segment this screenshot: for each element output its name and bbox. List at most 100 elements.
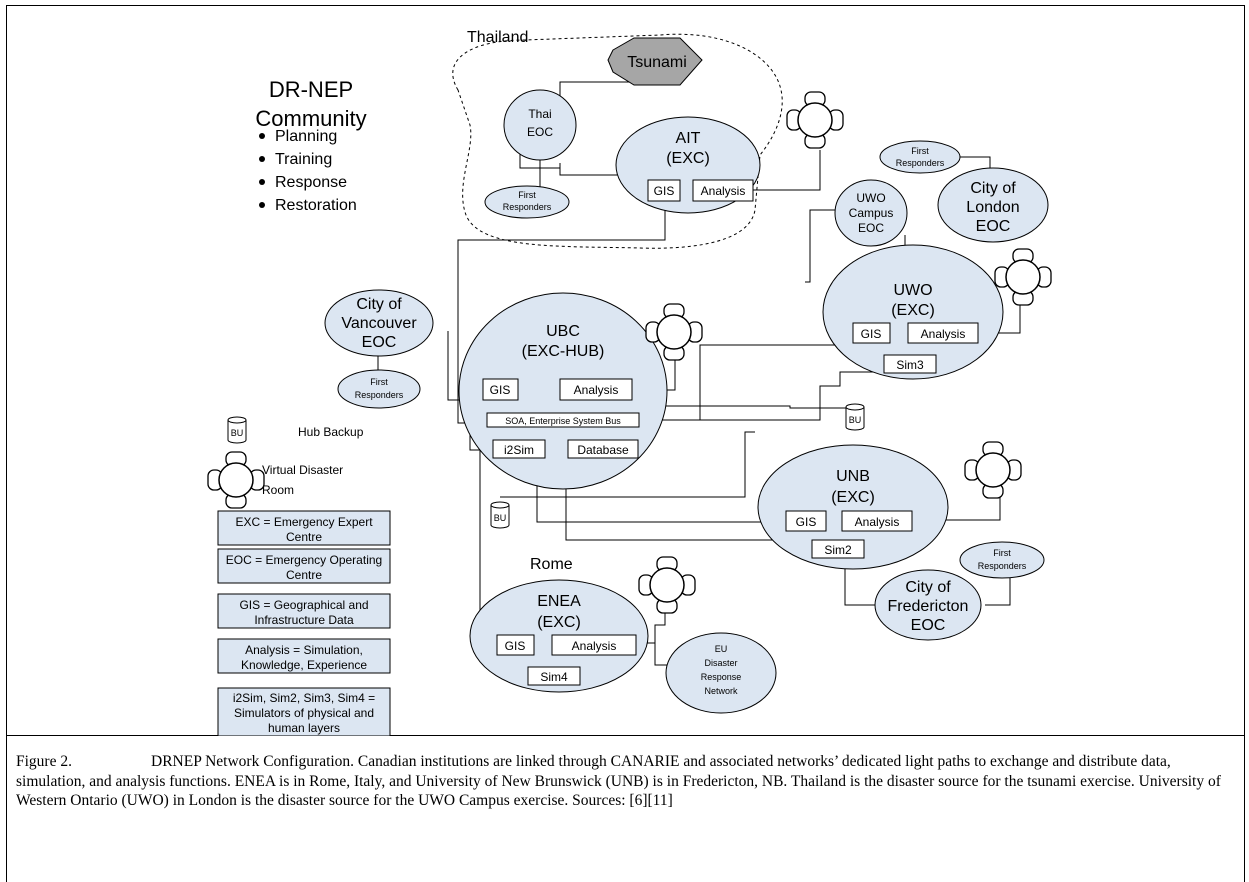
- figure-caption: Figure 2.DRNEP Network Configuration. Ca…: [16, 752, 1236, 811]
- thai-eoc-label-1: Thai: [528, 107, 551, 121]
- legend-def-sims-1: i2Sim, Sim2, Sim3, Sim4 =: [233, 691, 375, 705]
- enea-gis-label: GIS: [505, 639, 526, 653]
- enea-label-1: ENEA: [537, 593, 581, 610]
- ubc-i2sim-label: i2Sim: [504, 443, 534, 457]
- figure-label: Figure 2.: [16, 753, 72, 770]
- eu-network-node: [665, 632, 777, 714]
- ait-virtual-room-icon: [786, 91, 844, 149]
- vancouver-eoc-label-2: Vancouver: [341, 315, 417, 332]
- london-eoc-label-3: EOC: [976, 218, 1011, 235]
- unb-sim-label: Sim2: [824, 543, 852, 557]
- enea-label-2: (EXC): [537, 614, 581, 631]
- thai-responders-node: [484, 185, 570, 219]
- ubc-gis-box: [482, 378, 519, 401]
- enea-analysis-box: [551, 634, 637, 656]
- caption-text: DRNEP Network Configuration. Canadian in…: [16, 753, 1221, 809]
- legend-virtual-room-label-2: Room: [262, 483, 294, 497]
- ubc-analysis-box: [559, 378, 633, 401]
- uwo-label-1: UWO: [893, 282, 932, 299]
- activity-item: Restoration: [275, 197, 357, 214]
- thai-responders-label-1: First: [518, 190, 536, 200]
- ait-analysis-box: [692, 179, 754, 202]
- network-diagram: Tsunami Thai EOC First Responders AIT (E…: [207, 29, 1052, 736]
- vancouver-responders-node: [337, 369, 421, 409]
- uwo-gis-box: [852, 322, 891, 344]
- unb-gis-label: GIS: [796, 515, 817, 529]
- legend-hub-backup-label: Hub Backup: [298, 425, 364, 439]
- eu-network-label-4: Network: [704, 686, 738, 696]
- vancouver-eoc-label-1: City of: [356, 296, 402, 313]
- london-responders-label-1: First: [911, 146, 929, 156]
- london-eoc-label-2: London: [966, 199, 1019, 216]
- eu-network-label-3: Response: [701, 672, 742, 682]
- activity-item: Response: [275, 174, 347, 191]
- legend-virtual-room-label-1: Virtual Disaster: [262, 463, 343, 477]
- london-responders-node: [879, 140, 961, 174]
- caption-panel: [6, 735, 1245, 882]
- ait-label-1: AIT: [676, 130, 701, 147]
- fredericton-eoc-label-1: City of: [905, 579, 951, 596]
- thai-responders-label-2: Responders: [503, 202, 552, 212]
- legend-virtual-room-icon: [207, 451, 265, 509]
- thailand-region-label: Thailand: [467, 29, 528, 46]
- ait-label-2: (EXC): [666, 150, 710, 167]
- ubc-i2sim-box: [492, 439, 546, 459]
- uwo-label-2: (EXC): [891, 302, 935, 319]
- tsunami-hexagon: [607, 37, 703, 86]
- vancouver-eoc-node: [324, 289, 434, 357]
- ubc-label-1: UBC: [546, 323, 580, 340]
- ubc-gis-label: GIS: [490, 383, 511, 397]
- uwo-node: [822, 244, 1004, 380]
- legend-def-gis-2: Infrastructure Data: [254, 613, 354, 627]
- legend-def-sims-3: human layers: [268, 721, 340, 735]
- enea-analysis-label: Analysis: [572, 639, 617, 653]
- uwo-campus-eoc-label-2: Campus: [849, 206, 894, 220]
- legend-def-gis-1: GIS = Geographical and: [239, 598, 368, 612]
- legend-def-eoc-2: Centre: [286, 568, 322, 582]
- unb-sim-box: [811, 539, 865, 559]
- london-eoc-label-1: City of: [970, 180, 1016, 197]
- unb-label-1: UNB: [836, 468, 870, 485]
- ait-gis-box: [647, 179, 681, 202]
- uwo-analysis-box: [907, 322, 979, 344]
- fredericton-eoc-label-2: Fredericton: [888, 598, 969, 615]
- london-responders-label-2: Responders: [896, 158, 945, 168]
- uwo-sim-box: [883, 354, 937, 374]
- vancouver-responders-label-1: First: [370, 377, 388, 387]
- activity-item: Planning: [275, 128, 337, 145]
- title-line-1: DR-NEP: [269, 77, 353, 102]
- uwo-sim-label: Sim3: [896, 358, 924, 372]
- ubc-bus-box: [486, 412, 640, 428]
- legend-def-exc-1: EXC = Emergency Expert: [235, 515, 373, 529]
- legend-def-eoc-1: EOC = Emergency Operating: [226, 553, 382, 567]
- hub-backup-cylinder-label: BU: [849, 415, 862, 425]
- backup-cylinder-label: BU: [494, 513, 507, 523]
- fredericton-eoc-label-3: EOC: [911, 617, 946, 634]
- legend-def-sims-2: Simulators of physical and: [234, 706, 374, 720]
- uwo-campus-eoc-node: [834, 179, 908, 247]
- thai-eoc-label-2: EOC: [527, 125, 553, 139]
- uwo-analysis-label: Analysis: [921, 327, 966, 341]
- unb-analysis-box: [841, 510, 913, 532]
- legend-def-analysis-1: Analysis = Simulation,: [245, 643, 363, 657]
- title-line-2: Community: [255, 106, 366, 131]
- thai-eoc-node: [503, 89, 577, 161]
- legend-def-analysis-2: Knowledge, Experience: [241, 658, 367, 672]
- ubc-analysis-label: Analysis: [574, 383, 619, 397]
- enea-sim-label: Sim4: [540, 670, 568, 684]
- uwo-campus-eoc-label-1: UWO: [856, 191, 885, 205]
- legend-definitions: EXC = Emergency Expert Centre EOC = Emer…: [217, 510, 391, 736]
- unb-label-2: (EXC): [831, 489, 875, 506]
- uwo-virtual-room-icon: [994, 248, 1052, 306]
- ubc-database-box: [567, 439, 639, 459]
- legend-def-exc-2: Centre: [286, 530, 322, 544]
- ubc-database-label: Database: [577, 443, 629, 457]
- tsunami-label: Tsunami: [627, 54, 687, 71]
- uwo-gis-label: GIS: [861, 327, 882, 341]
- ait-analysis-label: Analysis: [701, 184, 746, 198]
- fredericton-responders-node: [959, 541, 1045, 579]
- unb-node: [757, 444, 949, 570]
- unb-virtual-room-icon: [964, 441, 1022, 499]
- vancouver-eoc-label-3: EOC: [362, 334, 397, 351]
